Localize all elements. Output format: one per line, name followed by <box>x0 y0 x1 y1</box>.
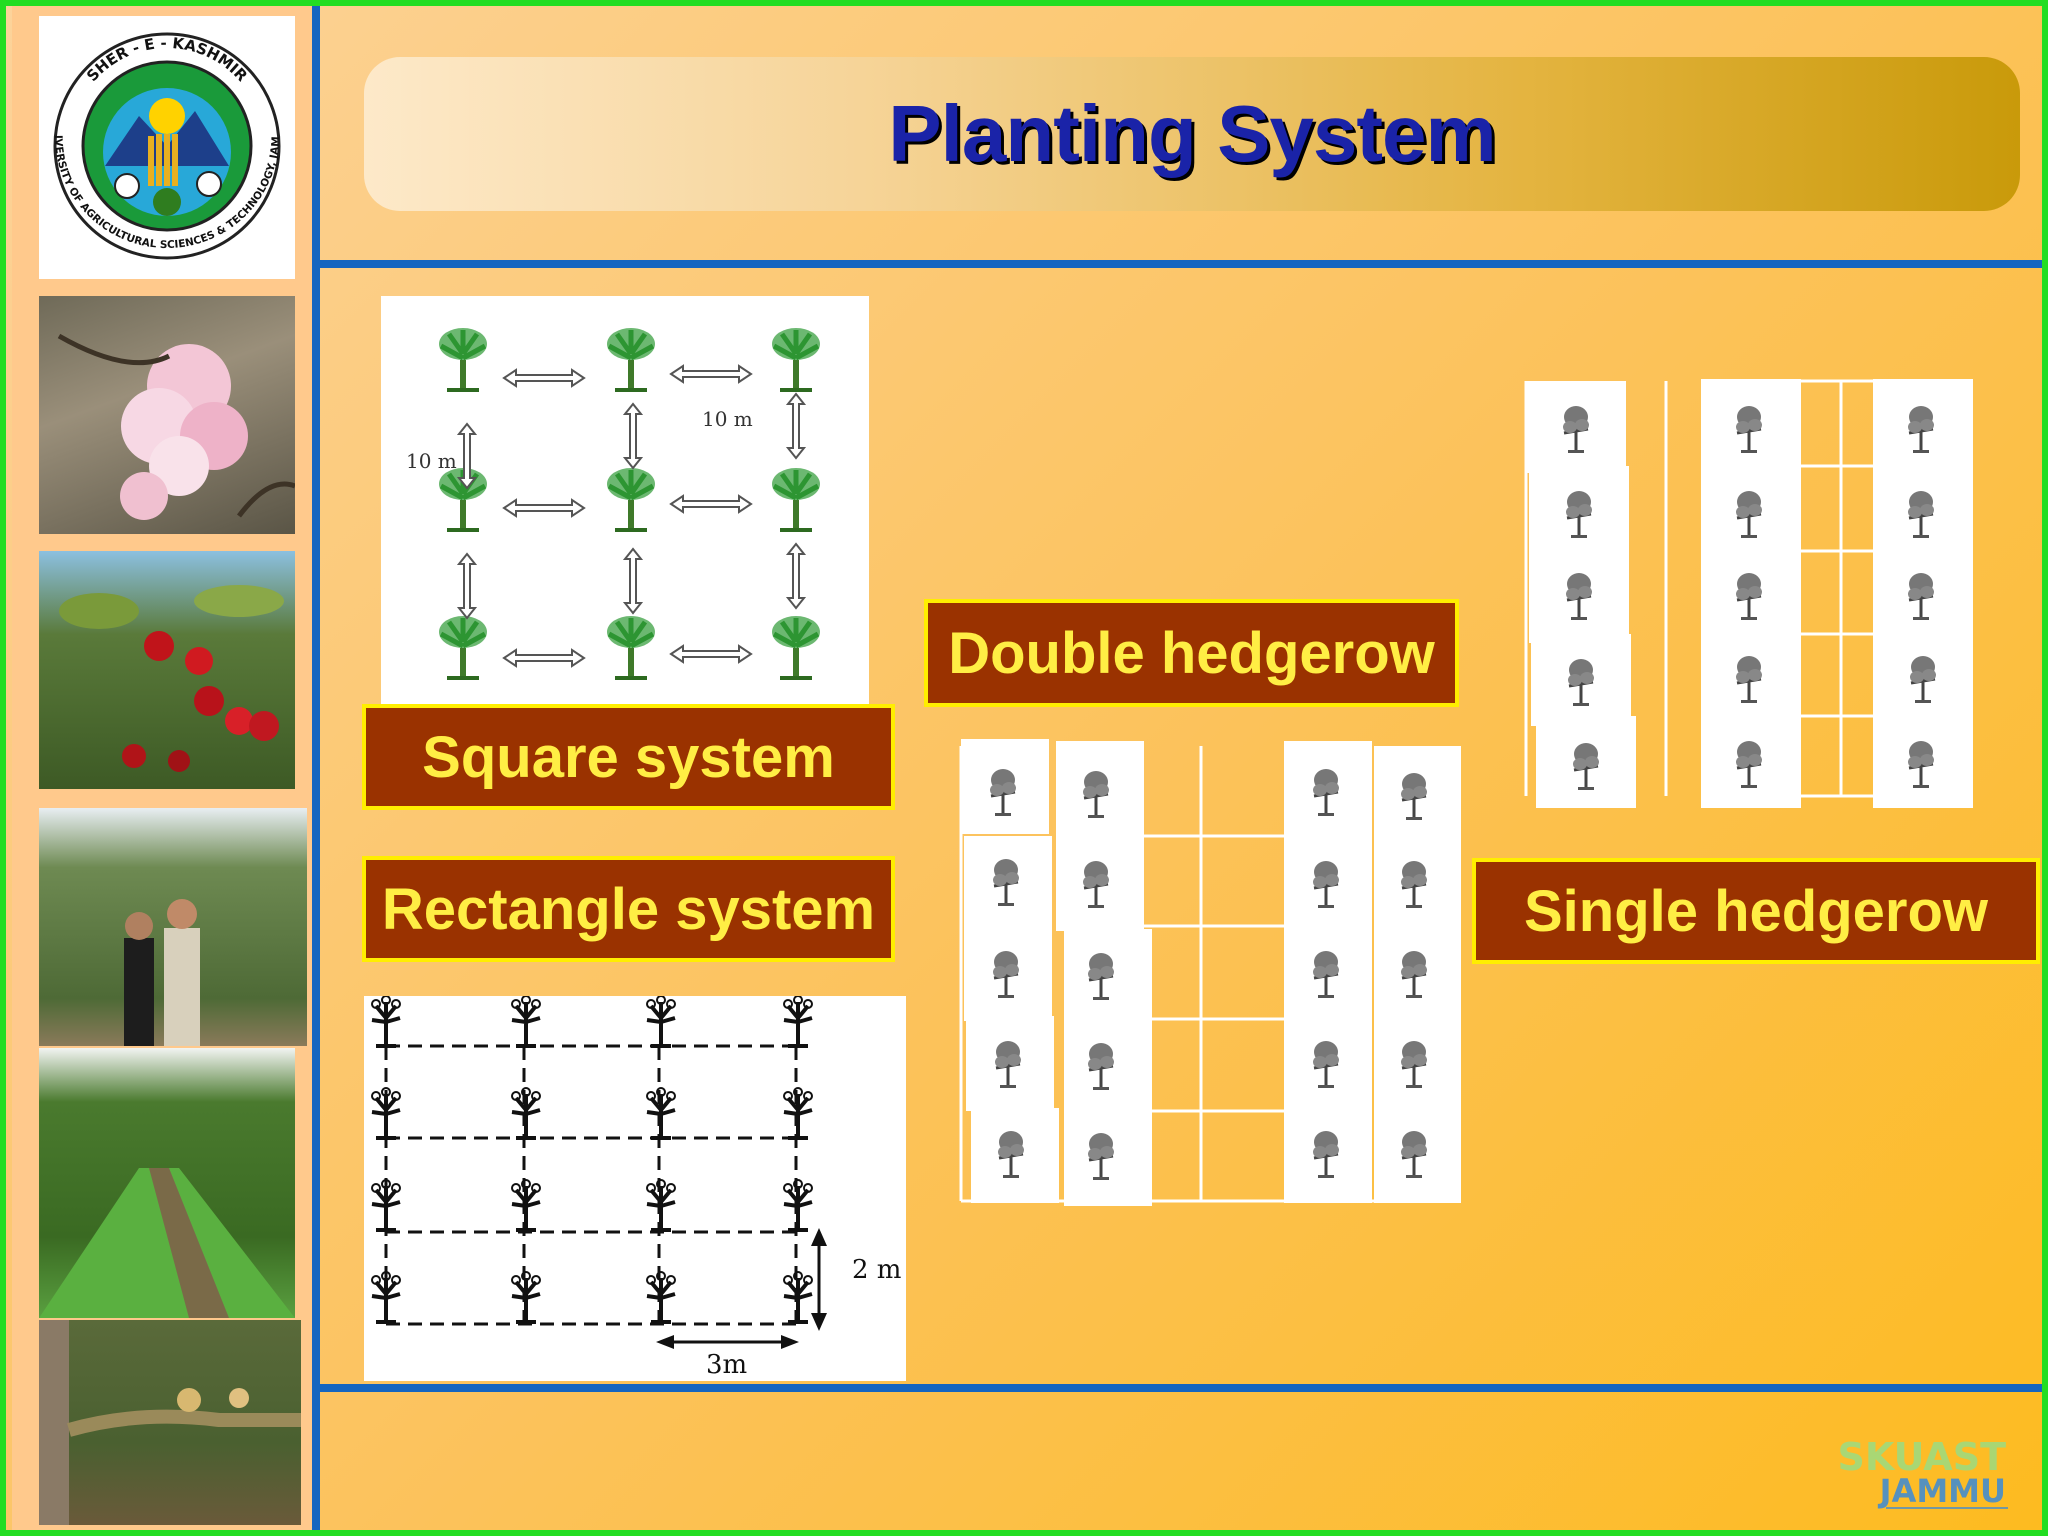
rectangle-system-diagram: 2 m 3m <box>364 994 906 1381</box>
hedgerow-orchard-photo <box>39 1048 295 1318</box>
red-apples-photo <box>39 551 295 789</box>
title-bar: Planting System <box>364 57 2020 211</box>
single-hedgerow-label: Single hedgerow <box>1472 858 2040 964</box>
footer-divider <box>320 1384 2042 1392</box>
apple-blossom-photo <box>39 296 295 534</box>
square-system-label: Square system <box>362 704 895 810</box>
double-hedgerow-diagram <box>956 736 1462 1241</box>
rectangle-vertical-spacing: 2 m <box>852 1255 901 1285</box>
tree-grid <box>439 328 820 680</box>
double-hedgerow-label: Double hedgerow <box>924 599 1459 707</box>
single-hedgerow-diagram <box>1521 376 1976 831</box>
vertical-divider <box>312 6 320 1530</box>
skuast-footer-logo: SKUAST JAMMU <box>1816 1434 2016 1514</box>
square-vertical-spacing: 10 m <box>406 449 457 473</box>
rectangle-system-label: Rectangle system <box>362 856 895 962</box>
orchard-people-photo <box>39 808 307 1046</box>
page-title: Planting System <box>888 89 1496 178</box>
header-divider <box>320 260 2042 268</box>
rectangle-horizontal-spacing: 3m <box>706 1350 747 1380</box>
footer-logo-line1: SKUAST <box>1837 1435 2006 1479</box>
trained-branch-photo <box>39 1320 301 1525</box>
footer-logo-line2: JAMMU <box>1878 1472 2006 1510</box>
university-logo: SHER - E - KASHMIR UNIVERSITY OF AGRICUL… <box>34 7 295 279</box>
square-horizontal-spacing: 10 m <box>702 407 753 431</box>
square-system-diagram: 10 m 10 m <box>381 296 869 704</box>
